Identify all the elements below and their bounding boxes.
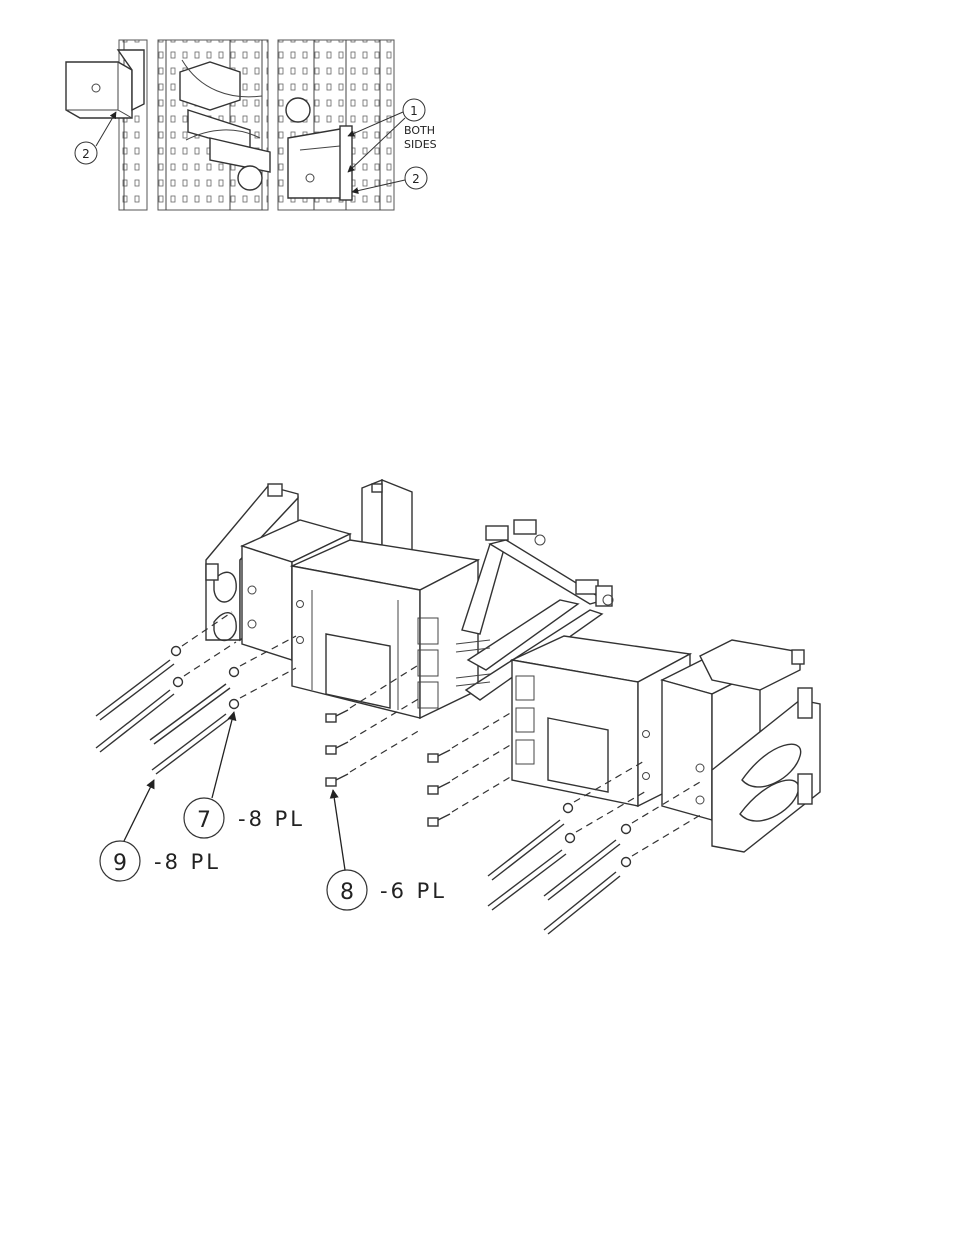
terminal-screw [326, 730, 420, 786]
callout-number: 1 [410, 104, 418, 118]
breaker-handle-window [548, 718, 608, 792]
callout-item-8: 8 -6 PL [327, 790, 447, 910]
terminal-screw [428, 744, 512, 794]
callout-2-left: 2 [75, 112, 116, 164]
callout-quantity: -6 PL [380, 879, 447, 903]
rack-detail-view: 2 1 BOTH SIDES 2 [66, 40, 437, 210]
mounting-bracket-right [288, 126, 352, 200]
terminal-screw [428, 776, 512, 826]
callout-item-7: 7 -8 PL [184, 712, 305, 838]
breaker-left-front [292, 540, 478, 718]
callout-note-line2: SIDES [404, 138, 437, 151]
callout-number: 8 [340, 880, 354, 905]
callout-number: 7 [197, 808, 211, 833]
terminal-screws-right [428, 712, 512, 826]
callout-quantity: -8 PL [238, 807, 305, 831]
exploded-assembly-view: 7 -8 PL 9 -8 PL 8 -6 PL [96, 480, 820, 934]
callout-number: 2 [82, 147, 90, 161]
callout-number: 2 [412, 172, 420, 186]
callout-note-line1: BOTH [404, 124, 435, 137]
callout-number: 9 [113, 851, 127, 876]
terminal-screw [428, 712, 512, 762]
mounting-bracket-left [66, 50, 144, 118]
callout-quantity: -8 PL [154, 850, 221, 874]
